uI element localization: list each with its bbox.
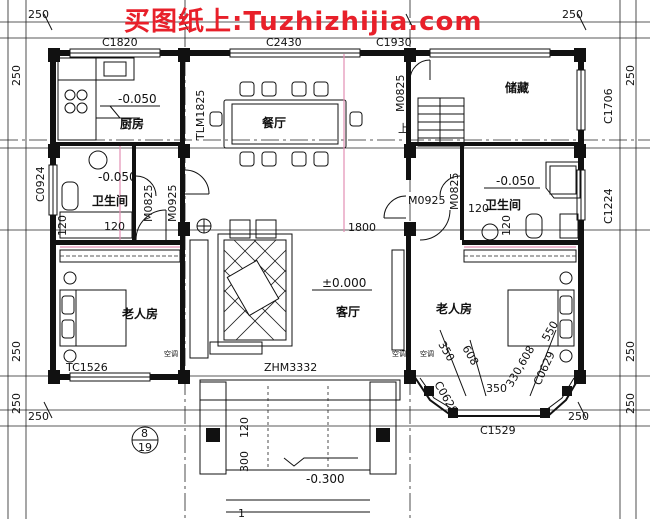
detail-reference-sheet: 19 — [138, 441, 152, 454]
dim-350-b: 350 — [486, 382, 507, 395]
door-m0925-left: M0925 — [166, 185, 179, 223]
room-storage-label: 储藏 — [505, 80, 529, 95]
detail-reference-number: 8 — [141, 427, 148, 440]
door-m0825-left-bath: M0825 — [142, 185, 155, 223]
door-tlm1825: TLM1825 — [194, 90, 207, 141]
doors — [135, 169, 461, 219]
dim-120-c: 120 — [468, 202, 489, 215]
labels: 买图纸上:Tuzhizhijia.com 厨房 餐厅 储藏 卫生间 卫生间 老人… — [10, 6, 637, 519]
dim-250-left-bottom: 250 — [10, 341, 23, 362]
dim-120-front: 120 — [238, 417, 251, 438]
right-bath-fixtures — [481, 161, 581, 241]
dim-250-bottom-left: 250 — [28, 410, 49, 423]
level-right-bath: -0.050 — [496, 174, 535, 188]
windows — [48, 48, 586, 382]
level-kitchen: -0.050 — [118, 92, 157, 106]
dim-250-top-right: 250 — [562, 8, 583, 21]
dim-250-right-foot: 250 — [624, 393, 637, 414]
living-room-furniture — [189, 218, 405, 359]
window-tc1526: TC1526 — [65, 361, 108, 374]
stair-up-mark: 上 — [398, 122, 409, 135]
ac-mark-left: 空调 — [164, 349, 178, 358]
window-c1529: C1529 — [480, 424, 516, 437]
pink-accent-lines — [60, 54, 576, 248]
window-c1706: C1706 — [602, 88, 615, 124]
dim-250-right-top: 250 — [624, 65, 637, 86]
dim-250-right-bottom: 250 — [624, 341, 637, 362]
room-right-bedroom-label: 老人房 — [436, 301, 472, 316]
window-c1930: C1930 — [376, 36, 412, 49]
left-bedroom-furniture — [59, 209, 181, 363]
staircase — [409, 59, 465, 147]
dim-120-a: 120 — [56, 215, 69, 236]
dining-table — [209, 81, 363, 167]
dim-120-d: 120 — [500, 215, 513, 236]
door-m0825-storage: M0825 — [394, 75, 407, 113]
entrance-steps — [199, 379, 401, 513]
kitchen-fixtures — [57, 57, 140, 141]
dim-608-a: 608 — [459, 343, 481, 368]
dim-1: 1 — [238, 507, 245, 519]
dim-250-top-left: 250 — [28, 8, 49, 21]
door-m0825-right-bath: M0825 — [448, 173, 461, 211]
ac-mark-mid: 空调 — [392, 349, 406, 358]
window-c2430: C2430 — [266, 36, 302, 49]
window-c0924: C0924 — [34, 166, 47, 202]
window-c1224: C1224 — [602, 188, 615, 224]
dim-250-left-top: 250 — [10, 65, 23, 86]
room-left-bedroom-label: 老人房 — [122, 306, 158, 321]
room-kitchen-label: 厨房 — [120, 116, 144, 131]
dim-120-b: 120 — [104, 220, 125, 233]
dim-350-a: 350 — [435, 339, 457, 364]
level-left-bath: -0.050 — [98, 170, 137, 184]
ac-mark-right: 空调 — [420, 349, 434, 358]
dim-250-bottom-right: 250 — [568, 410, 589, 423]
door-m0925-right: M0925 — [408, 194, 446, 207]
level-living: ±0.000 — [322, 276, 366, 290]
left-bath-fixtures — [59, 150, 133, 239]
bay-window — [413, 329, 581, 418]
window-c0629-right: C0629 — [531, 349, 558, 387]
room-living-label: 客厅 — [335, 304, 360, 319]
dim-300: 300 — [238, 451, 251, 472]
level-entrance: -0.300 — [306, 472, 345, 486]
room-right-bath-label: 卫生间 — [485, 197, 521, 212]
dim-250-left-foot: 250 — [10, 393, 23, 414]
right-bedroom-furniture — [419, 209, 577, 363]
watermark-text: 买图纸上:Tuzhizhijia.com — [124, 6, 483, 37]
room-dining-label: 餐厅 — [262, 115, 286, 130]
window-c1820: C1820 — [102, 36, 138, 49]
door-zhm3332: ZHM3332 — [264, 361, 317, 374]
dim-1800: 1800 — [348, 221, 376, 234]
room-left-bath-label: 卫生间 — [92, 193, 128, 208]
